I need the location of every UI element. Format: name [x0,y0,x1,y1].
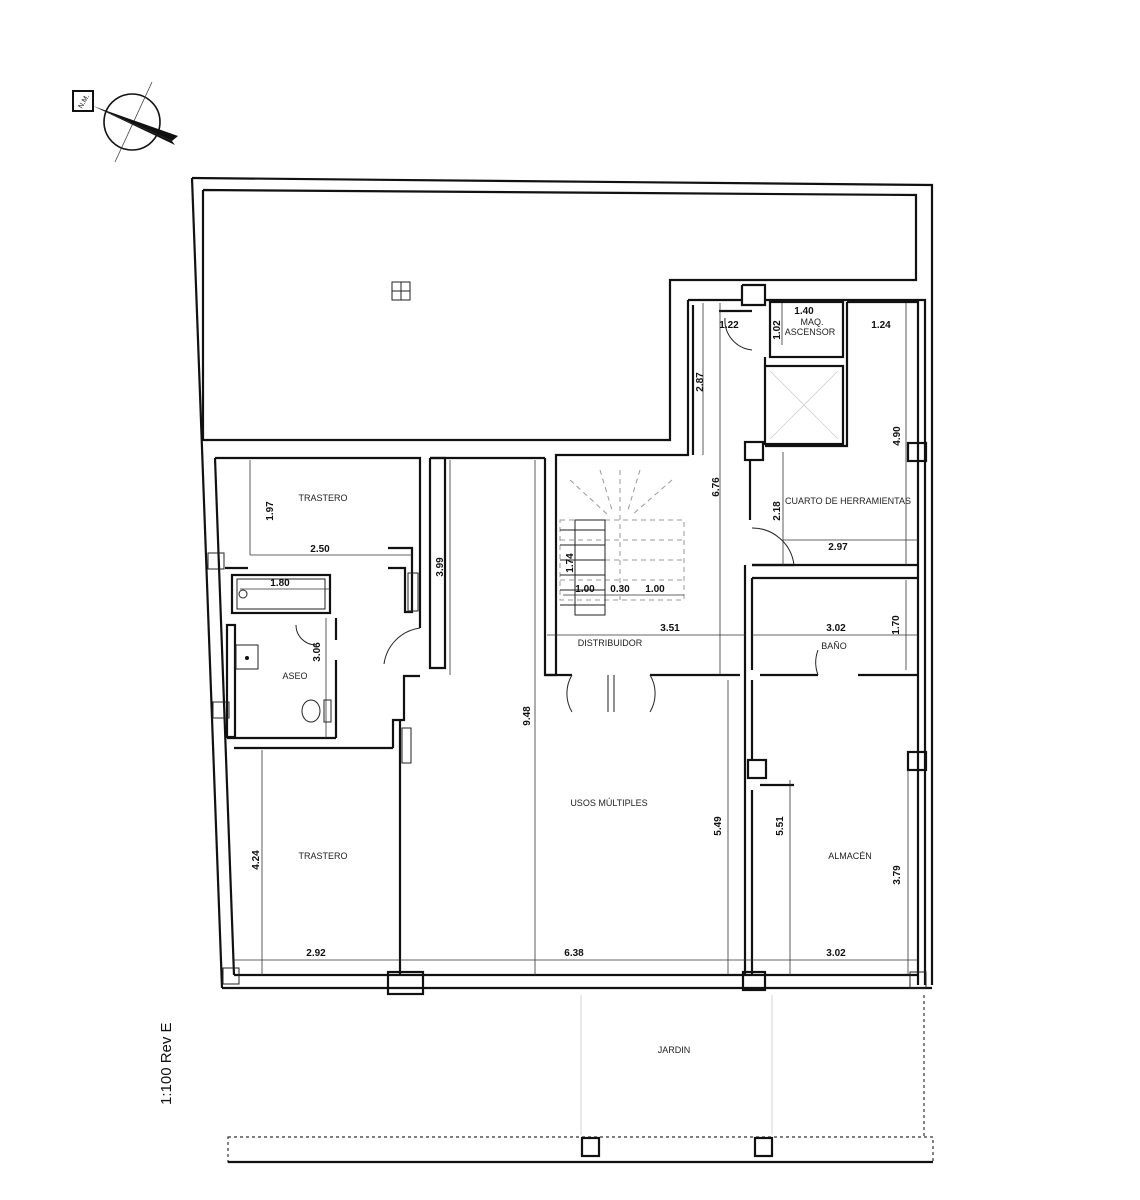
dim-3-02-b: 3.02 [826,948,846,959]
dim-2-92: 2.92 [306,948,326,959]
dim-1-97: 1.97 [265,501,276,521]
outer-walls [190,176,934,990]
dim-1-22: 1.22 [719,320,739,331]
dim-5-49: 5.49 [713,816,724,836]
dim-4-90: 4.90 [892,426,903,446]
room-distribuidor: DISTRIBUIDOR [578,638,643,648]
room-jardin: JARDIN [658,1045,691,1055]
dim-3-02-a: 3.02 [826,623,846,634]
dim-5-51: 5.51 [775,816,786,836]
dim-6-38: 6.38 [564,948,584,959]
north-arrow-icon: N.M. [72,81,178,163]
dim-1-80: 1.80 [270,578,290,589]
dim-1-02: 1.02 [772,320,783,340]
dim-0-30: 0.30 [610,584,630,595]
dim-4-24: 4.24 [251,850,262,870]
dim-2-87: 2.87 [695,372,706,392]
room-maq-ascensor-line1: MAQ. [800,317,823,327]
left-walls [213,456,545,976]
dim-1-00-a: 1.00 [575,584,595,595]
dim-1-70: 1.70 [891,615,902,635]
scale-label: 1:100 Rev E [158,1022,175,1105]
dim-3-99: 3.99 [435,557,446,577]
dimension-labels: 1.40 1.22 1.24 2.97 2.50 1.80 1.00 0.30 … [251,306,903,959]
dim-2-97: 2.97 [828,542,848,553]
room-aseo: ASEO [282,671,307,681]
dim-2-18: 2.18 [772,501,783,521]
room-cuarto-herramientas: CUARTO DE HERRAMIENTAS [785,496,911,506]
dimension-lines [234,303,918,975]
room-maq-ascensor-line2: ASCENSOR [785,327,836,337]
room-trastero-bottom: TRASTERO [298,851,347,861]
room-bano: BAÑO [821,641,847,651]
garden [227,995,934,1164]
dim-3-51: 3.51 [660,623,680,634]
room-usos-multiples: USOS MÚLTIPLES [570,798,647,808]
dim-3-79: 3.79 [892,865,903,885]
interior-walls [207,281,928,996]
dim-3-06: 3.06 [312,642,323,662]
dim-6-76: 6.76 [711,477,722,497]
room-trastero-top: TRASTERO [298,493,347,503]
dim-2-50: 2.50 [310,544,330,555]
stair [559,469,685,616]
dim-1-74: 1.74 [565,553,576,573]
dim-1-40: 1.40 [794,306,814,317]
room-almacen: ALMACÉN [828,851,872,861]
dim-9-48: 9.48 [522,706,533,726]
dim-1-24: 1.24 [871,320,891,331]
dim-1-00-b: 1.00 [645,584,665,595]
